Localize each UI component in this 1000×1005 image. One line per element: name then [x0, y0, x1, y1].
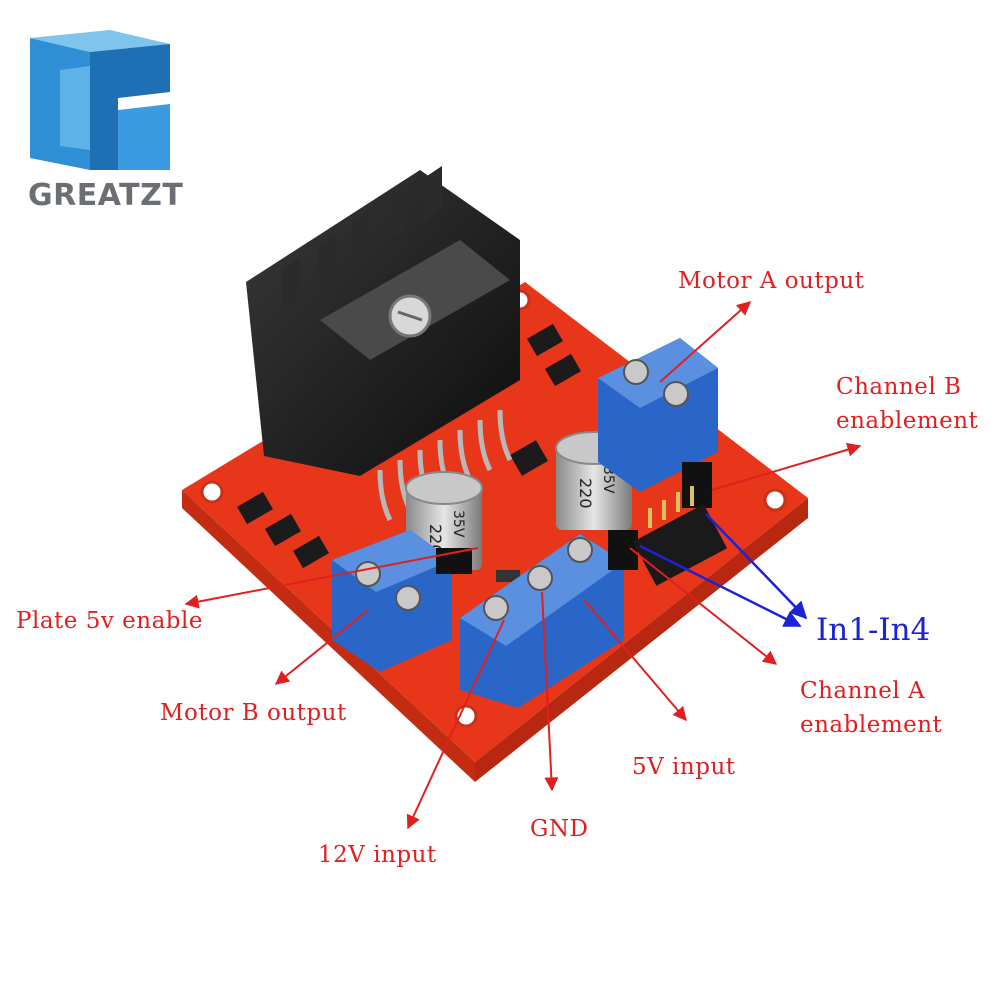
brand-name: GREATZT — [28, 178, 184, 213]
label-12v-input: 12V input — [318, 842, 437, 868]
callout-arrows — [184, 301, 862, 830]
pin-headers — [436, 462, 728, 586]
arrow-channel-b — [711, 442, 862, 491]
arrow-in-pins-2 — [639, 544, 802, 628]
label-channel-b-line2: enablement — [836, 408, 979, 434]
terminal-motor-a — [598, 338, 718, 492]
brand-logo-icon — [30, 30, 170, 170]
cap-left-voltage: 35V — [450, 510, 466, 538]
label-channel-b-line1: Channel B — [836, 374, 962, 400]
label-channel-a-line1: Channel A — [800, 678, 926, 704]
label-5v-input: 5V input — [632, 754, 736, 780]
label-gnd: GND — [530, 816, 589, 842]
arrow-in-pins-1 — [705, 513, 808, 620]
arrow-5v-input — [583, 599, 687, 722]
arrow-12v-input — [406, 619, 505, 830]
arrow-gnd — [541, 591, 559, 792]
label-motor-b-output: Motor B output — [160, 700, 347, 726]
label-channel-a-line2: enablement — [800, 712, 943, 738]
arrow-motor-b — [274, 609, 369, 685]
cap-right-voltage: 35V — [600, 466, 616, 494]
in-pins-arrows — [639, 513, 808, 628]
label-plate-5v-enable: Plate 5v enable — [16, 608, 203, 634]
label-motor-a-output: Motor A output — [678, 268, 865, 294]
arrow-motor-a — [659, 301, 752, 383]
arrow-plate-5v — [184, 547, 479, 609]
terminal-motor-b — [332, 530, 452, 672]
label-in1-in4: In1-In4 — [816, 612, 931, 648]
heatsink — [246, 166, 520, 476]
cap-right-value: 220 — [576, 478, 595, 509]
arrow-channel-a — [629, 547, 778, 665]
terminal-power — [460, 534, 624, 708]
smd-components — [237, 323, 581, 582]
